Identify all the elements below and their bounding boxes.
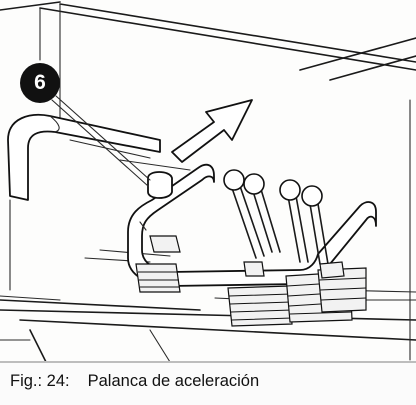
figure-caption: Fig.: 24: Palanca de aceleración xyxy=(10,372,259,391)
throttle-levers xyxy=(223,169,329,265)
direction-arrow xyxy=(171,99,253,163)
callout-leader-lines xyxy=(51,95,151,187)
figure-title: Palanca de aceleración xyxy=(87,372,260,390)
figure-label: Fig.: 24: xyxy=(10,372,70,390)
lever-bellows xyxy=(135,235,367,327)
caption-bar: Fig.: 24: Palanca de aceleración xyxy=(0,361,416,405)
callout-number-badge: 6 xyxy=(20,63,60,103)
mounting-collar xyxy=(147,171,173,199)
